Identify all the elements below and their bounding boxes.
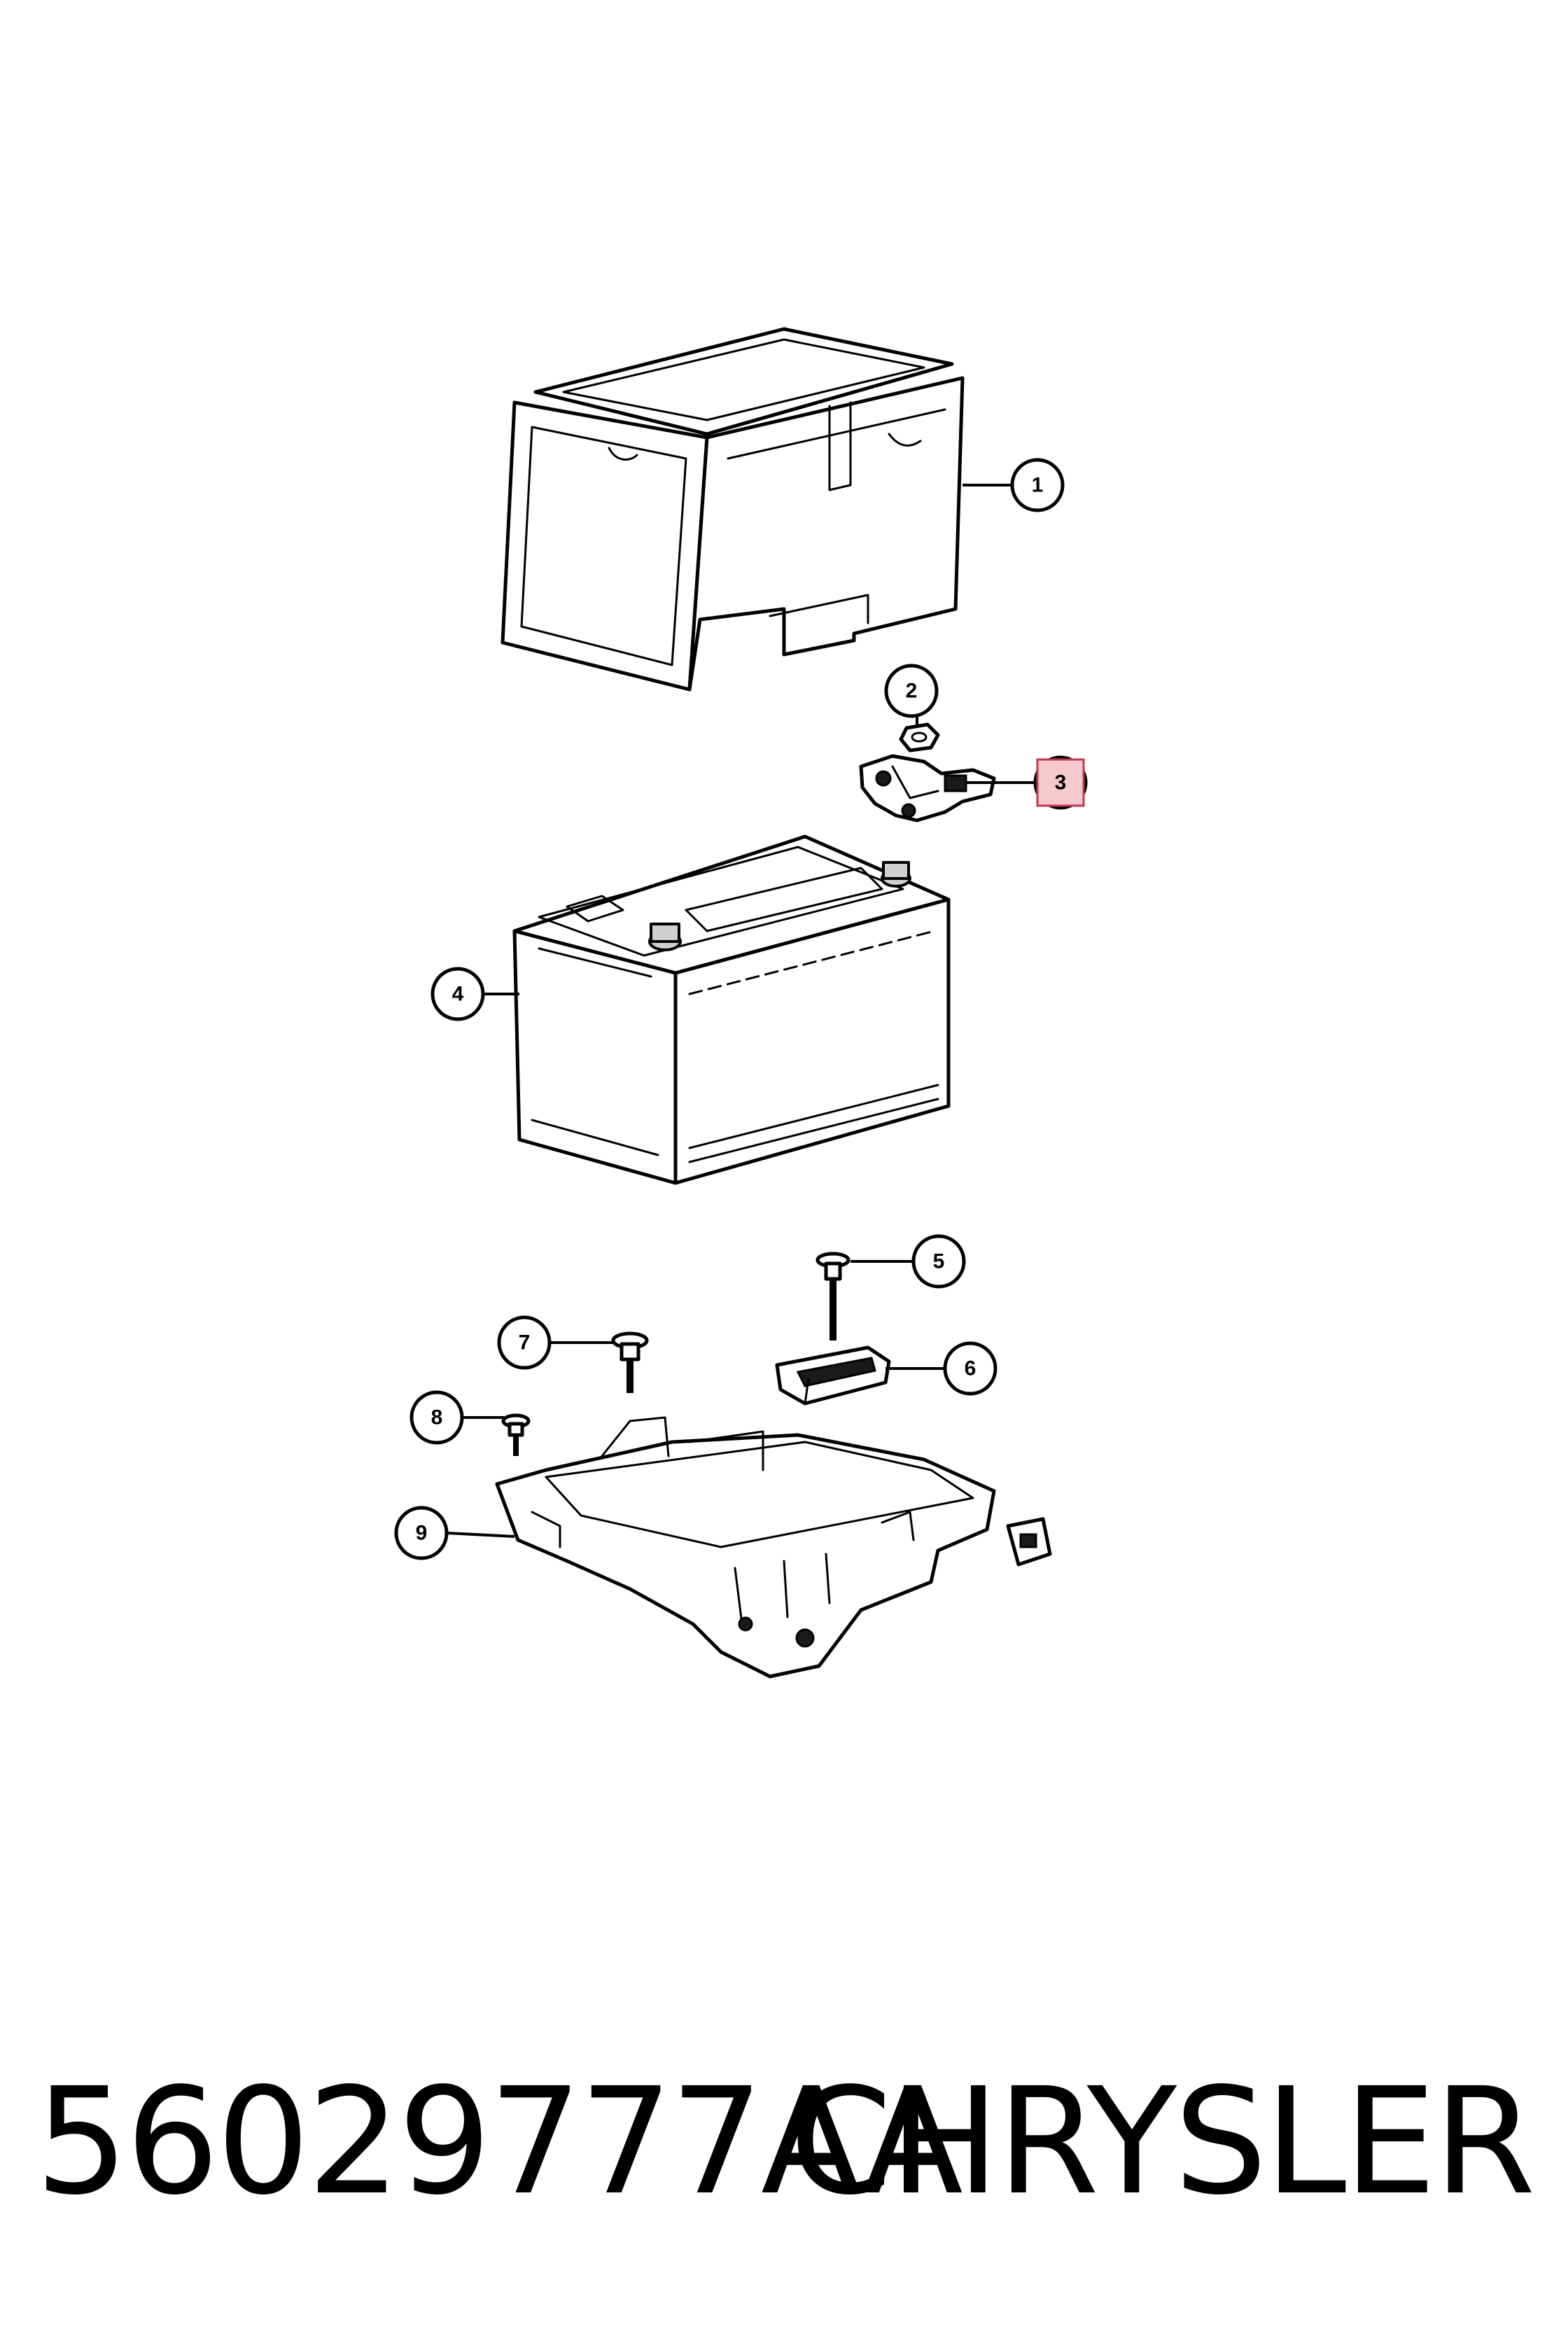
svg-text:8: 8	[431, 1406, 443, 1429]
leader-lines	[446, 484, 1037, 1538]
callout-2[interactable]: 2	[884, 664, 939, 718]
battery-cover	[500, 327, 965, 692]
brand-name: CHRYSLER	[789, 2056, 1536, 2227]
callout-3[interactable]: 3	[1033, 755, 1088, 810]
svg-text:4: 4	[452, 983, 464, 1006]
callout-3-highlight	[1036, 758, 1085, 807]
hold-down-bolt	[816, 1252, 850, 1340]
part-number: 56029777AA	[35, 2056, 963, 2227]
svg-text:5: 5	[933, 1250, 945, 1273]
tray-bolt-upper	[611, 1331, 649, 1393]
svg-text:9: 9	[416, 1522, 428, 1545]
callout-5[interactable]: 5	[911, 1234, 966, 1289]
tray-screw	[501, 1413, 531, 1456]
svg-text:6: 6	[965, 1357, 976, 1380]
svg-text:7: 7	[519, 1331, 531, 1354]
svg-text:2: 2	[906, 680, 918, 703]
callout-8[interactable]: 8	[410, 1390, 464, 1445]
svg-text:1: 1	[1032, 474, 1044, 497]
terminal-nut	[899, 722, 940, 752]
callout-1[interactable]: 1	[1010, 458, 1065, 512]
callout-9[interactable]: 9	[394, 1506, 449, 1560]
svg-text:3: 3	[1055, 771, 1067, 794]
callout-7[interactable]: 7	[497, 1315, 552, 1370]
callout-6[interactable]: 6	[943, 1341, 997, 1396]
battery-terminal-sensor	[859, 754, 996, 822]
callout-4[interactable]: 4	[430, 967, 485, 1021]
hold-down-clamp	[775, 1345, 891, 1406]
battery	[512, 834, 951, 1185]
battery-tray	[495, 1416, 1052, 1679]
